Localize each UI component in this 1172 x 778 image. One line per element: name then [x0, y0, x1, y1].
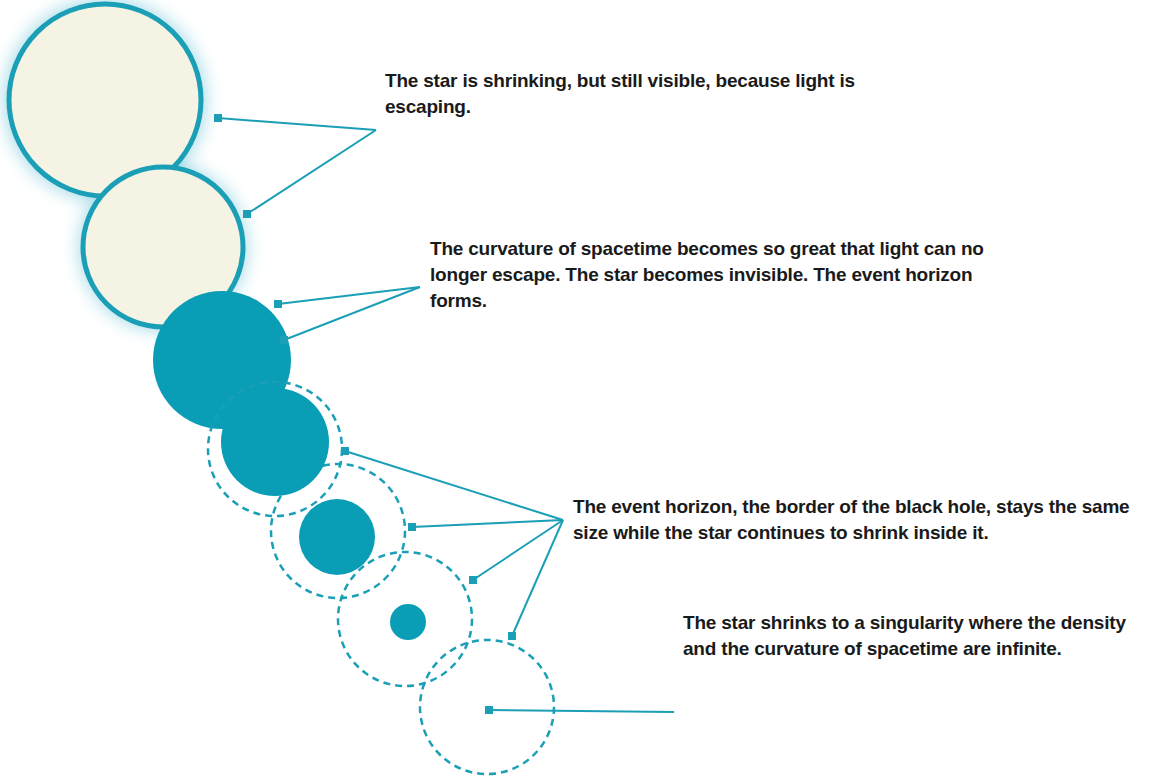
leader-marker: [485, 706, 493, 714]
collapsing-star: [299, 499, 375, 575]
event-horizon: [420, 640, 554, 774]
leader-marker: [341, 447, 349, 455]
callout-text: The curvature of spacetime becomes so gr…: [430, 236, 1030, 314]
leader-marker: [280, 336, 288, 344]
leader-marker: [469, 576, 477, 584]
leader-line: [284, 287, 420, 340]
event-horizon: [338, 552, 472, 686]
event-horizon: [208, 382, 342, 516]
leader-marker: [408, 523, 416, 531]
leader-line: [489, 710, 674, 712]
leader-line: [512, 520, 563, 636]
star-glow: [5, 0, 246, 330]
leader-line: [412, 520, 563, 527]
leader-marker: [214, 114, 222, 122]
leader-line: [247, 130, 376, 214]
leader-marker: [508, 632, 516, 640]
leader-marker: [274, 300, 282, 308]
collapsing-star: [221, 388, 329, 496]
leader-line: [218, 118, 376, 130]
callout-text: The star shrinks to a singularity where …: [683, 610, 1153, 662]
callout-text: The star is shrinking, but still visible…: [385, 68, 885, 120]
leader-line: [345, 451, 563, 520]
collapsing-star: [390, 604, 426, 640]
callout-text: The event horizon, the border of the bla…: [573, 494, 1133, 546]
leader-marker: [243, 210, 251, 218]
